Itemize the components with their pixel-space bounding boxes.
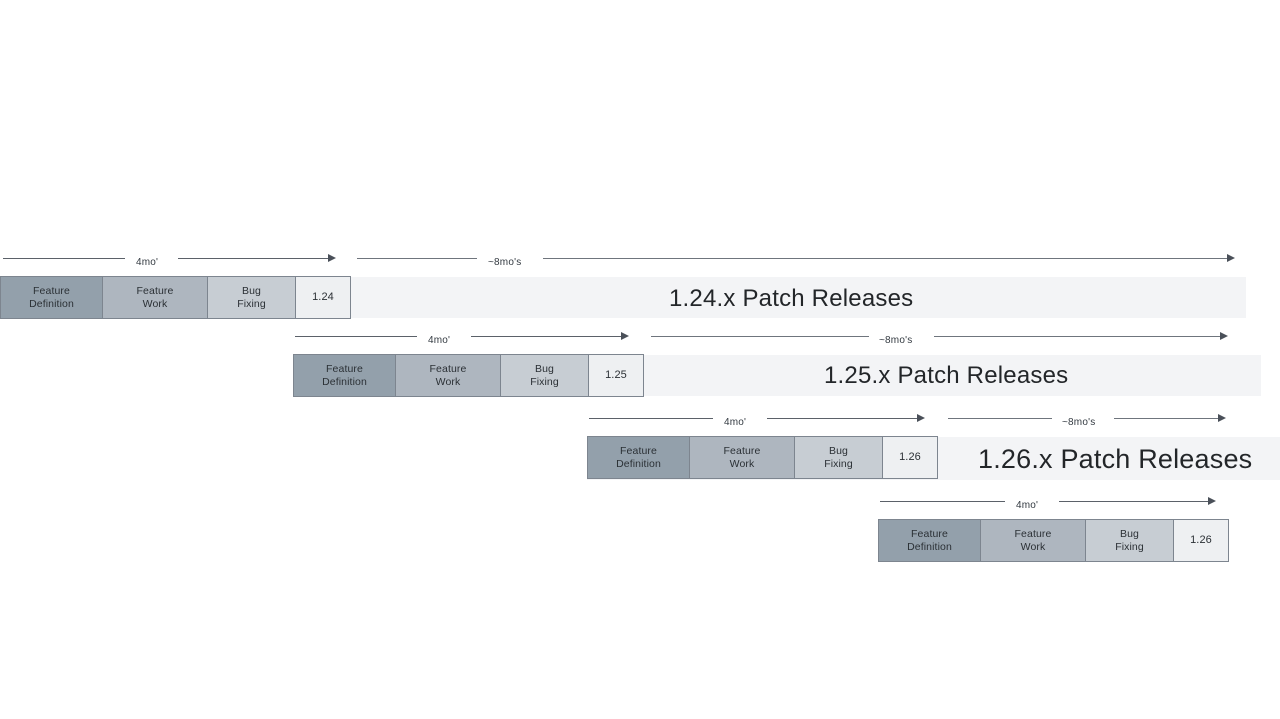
phase-box-version[interactable]: 1.24 [295,276,351,319]
phase-box-feature-definition[interactable]: Feature Definition [878,519,981,562]
phase-label: Feature Work [136,285,174,310]
phase-box-feature-definition[interactable]: Feature Definition [0,276,103,319]
phase-label: Bug Fixing [530,363,559,388]
patch-release-label-125: 1.25.x Patch Releases [824,362,1069,389]
dev-duration-measure-124: 4mo' [0,249,340,271]
phase-box-version[interactable]: 1.26 [882,436,938,479]
phase-box-bug-fixing[interactable]: Bug Fixing [207,276,296,319]
phase-label: Feature Work [1014,528,1052,553]
dev-duration-label-124: 4mo' [136,257,159,268]
phase-track-126: Feature Definition Feature Work Bug Fixi… [587,436,938,479]
version-label: 1.26 [899,451,921,464]
phase-label: Feature Definition [322,363,367,388]
arrowhead-icon [1208,496,1216,505]
dev-duration-label-126: 4mo' [724,417,747,428]
phase-box-bug-fixing[interactable]: Bug Fixing [794,436,883,479]
dev-duration-label-127: 4mo' [1016,500,1039,511]
version-label: 1.25 [605,369,627,382]
arrowhead-icon [917,413,925,422]
dev-duration-label-125: 4mo' [428,335,451,346]
dev-duration-measure-127: 4mo' [878,492,1222,514]
phase-box-feature-definition[interactable]: Feature Definition [587,436,690,479]
phase-label: Bug Fixing [237,285,266,310]
patch-duration-measure-125: ~8mo's [651,327,1236,349]
phase-label: Bug Fixing [824,445,853,470]
patch-duration-measure-126: ~8mo's [948,409,1238,431]
phase-box-feature-work[interactable]: Feature Work [395,354,501,397]
phase-label: Feature Work [429,363,467,388]
phase-box-bug-fixing[interactable]: Bug Fixing [1085,519,1174,562]
patch-release-label-124: 1.24.x Patch Releases [669,285,914,312]
phase-box-feature-work[interactable]: Feature Work [102,276,208,319]
arrowhead-icon [1220,331,1228,340]
dev-duration-measure-125: 4mo' [293,327,635,349]
arrowhead-icon [1227,253,1235,262]
phase-track-125: Feature Definition Feature Work Bug Fixi… [293,354,644,397]
version-label: 1.24 [312,291,334,304]
phase-box-feature-work[interactable]: Feature Work [980,519,1086,562]
phase-track-124: Feature Definition Feature Work Bug Fixi… [0,276,351,319]
phase-box-feature-work[interactable]: Feature Work [689,436,795,479]
patch-duration-label-125: ~8mo's [879,335,913,346]
phase-label: Bug Fixing [1115,528,1144,553]
arrowhead-icon [1218,413,1226,422]
arrowhead-icon [621,331,629,340]
version-label: 1.26 [1190,534,1212,547]
phase-box-feature-definition[interactable]: Feature Definition [293,354,396,397]
phase-box-version[interactable]: 1.26 [1173,519,1229,562]
phase-box-version[interactable]: 1.25 [588,354,644,397]
patch-duration-measure-124: ~8mo's [357,249,1237,271]
phase-label: Feature Definition [29,285,74,310]
phase-label: Feature Definition [907,528,952,553]
phase-box-bug-fixing[interactable]: Bug Fixing [500,354,589,397]
phase-label: Feature Definition [616,445,661,470]
patch-duration-label-126: ~8mo's [1062,417,1096,428]
patch-release-label-126: 1.26.x Patch Releases [978,444,1253,474]
dev-duration-measure-126: 4mo' [587,409,931,431]
arrowhead-icon [328,253,336,262]
patch-duration-label-124: ~8mo's [488,257,522,268]
phase-label: Feature Work [723,445,761,470]
phase-track-127: Feature Definition Feature Work Bug Fixi… [878,519,1229,562]
